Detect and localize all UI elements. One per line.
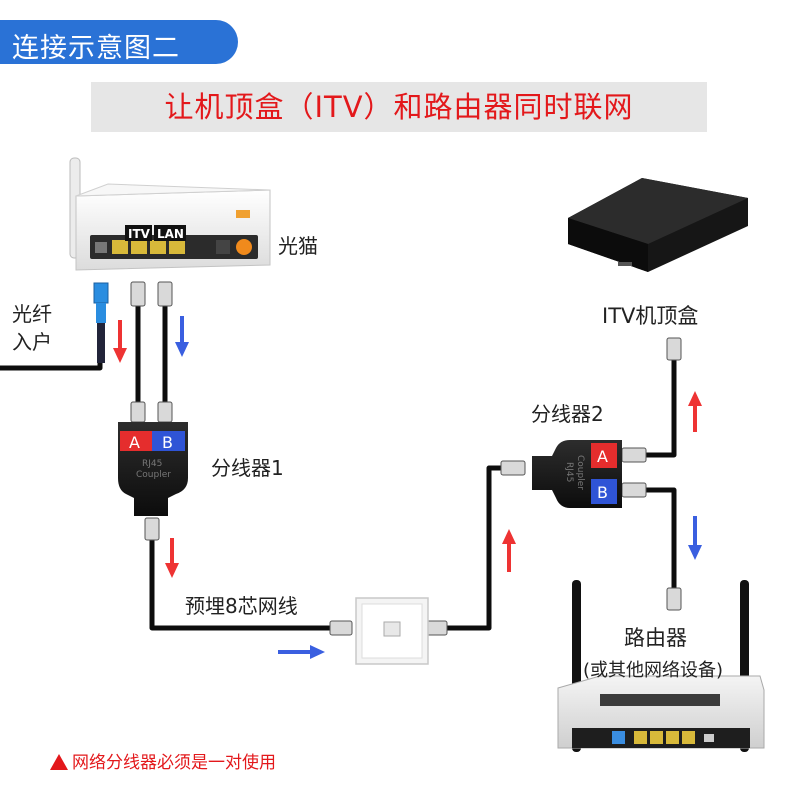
- cable-splitter1-to-wallplate: [149, 538, 345, 631]
- warning-triangle-icon: [50, 754, 68, 770]
- plug-icon: [157, 281, 173, 307]
- itv-set-top-box: [568, 178, 748, 272]
- splitter1-port-b: [152, 431, 185, 451]
- modem-label: 光猫: [278, 234, 318, 258]
- plug-icon: [144, 517, 160, 541]
- header-tag: 连接示意图二: [0, 20, 238, 64]
- arrow-down-red-icon: [113, 320, 127, 363]
- splitter2-port-b-label: B: [597, 483, 608, 502]
- fiber-label-line1: 光纤: [12, 302, 52, 326]
- warning-text: 网络分线器必须是一对使用: [72, 753, 276, 773]
- splitter2-port-a-label: A: [597, 447, 608, 466]
- lan-port-label: LAN: [157, 227, 184, 241]
- itv-port-label: ITV: [128, 227, 151, 241]
- plug-icon: [621, 482, 647, 498]
- itv-port-label-bg: [125, 225, 152, 241]
- usb-port-icon: [704, 734, 714, 742]
- lan-port-label-bg: [154, 225, 186, 241]
- splitter2-coupler-text: Coupler: [575, 455, 585, 490]
- splitter-1: A B RJ45 Coupler: [118, 422, 188, 516]
- settopbox-label: ITV机顶盒: [602, 304, 699, 328]
- settopbox-indicator-icon: [618, 262, 632, 266]
- ethernet-port-icon: [112, 240, 128, 254]
- plug-icon: [130, 401, 146, 423]
- header-tag-text: 连接示意图二: [12, 33, 180, 64]
- banner-title: 让机顶盒（ITV）和路由器同时联网: [164, 90, 634, 124]
- wall-plate: [355, 597, 429, 665]
- arrow-up-red-icon: [688, 391, 702, 432]
- splitter1-port-b-label: B: [162, 433, 173, 452]
- plug-icon: [666, 337, 682, 361]
- arrow-down-blue-icon: [688, 516, 702, 560]
- ethernet-port-icon: [169, 240, 185, 254]
- ethernet-port-icon: [650, 731, 663, 744]
- plug-icon: [130, 281, 146, 307]
- splitter-2: A B RJ45 Coupler: [532, 440, 622, 508]
- ethernet-port-icon: [682, 731, 695, 744]
- fiber-label-line2: 入户: [12, 330, 52, 354]
- arrow-up-red-icon: [502, 529, 516, 572]
- plug-icon: [329, 620, 353, 636]
- router-note: (或其他网络设备): [583, 660, 724, 681]
- cable-splitter2-to-settopbox: [635, 358, 677, 458]
- router-top-stripe: [600, 694, 720, 706]
- splitter2-coupler-text: RJ45: [564, 462, 574, 482]
- warning-note: 网络分线器必须是一对使用: [50, 748, 276, 773]
- router: [557, 580, 765, 752]
- splitter2-port-b: [591, 479, 617, 504]
- plug-icon: [621, 447, 647, 463]
- splitter2-label: 分线器2: [531, 402, 604, 426]
- ethernet-port-icon: [131, 240, 147, 254]
- modem-logo-icon: [236, 210, 250, 218]
- plug-icon: [500, 460, 526, 476]
- wan-port-icon: [612, 731, 625, 744]
- router-label: 路由器: [624, 626, 687, 650]
- wall-socket-icon: [383, 621, 401, 637]
- power-socket-icon: [216, 240, 230, 254]
- ethernet-port-icon: [634, 731, 647, 744]
- ethernet-port-icon: [666, 731, 679, 744]
- optical-modem: [69, 157, 271, 271]
- plug-icon: [157, 401, 173, 423]
- splitter1-port-a: [120, 431, 152, 451]
- splitter1-coupler-text: RJ45: [142, 459, 162, 469]
- cable-wallplate-to-splitter2: [430, 465, 505, 631]
- power-button-icon: [236, 239, 252, 255]
- arrow-right-blue-icon: [278, 645, 325, 659]
- splitter1-coupler-text: Coupler: [136, 470, 171, 480]
- title-banner: 让机顶盒（ITV）和路由器同时联网: [91, 82, 707, 132]
- ethernet-port-icon: [150, 240, 166, 254]
- phone-port-icon: [95, 242, 107, 253]
- plug-icon: [666, 587, 682, 611]
- arrow-down-blue-icon: [175, 316, 189, 357]
- cable-label: 预埋8芯网线: [185, 594, 298, 618]
- signal-arrows: [113, 316, 702, 659]
- cable-splitter2-to-router: [635, 487, 677, 592]
- splitter1-port-a-label: A: [129, 433, 140, 452]
- arrow-down-red-icon: [165, 538, 179, 578]
- splitter1-label: 分线器1: [211, 456, 284, 480]
- splitter2-port-a: [591, 443, 617, 468]
- fiber-connector-icon: [93, 282, 109, 363]
